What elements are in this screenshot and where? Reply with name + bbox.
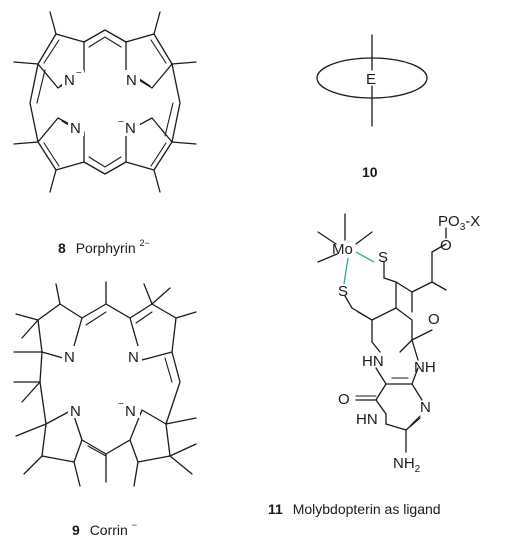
s-right-atom: S [378,249,388,266]
corrin-minus: − [118,399,124,410]
corrin-n-top-right: N [128,349,139,366]
nh-right-atom: NH [414,359,436,376]
po3-group: PO3-X [438,213,480,233]
porphyrin-structure: N − N N − N [13,11,197,193]
cyclopentadienyl-structure: E [316,34,428,127]
nh2-group: NH2 [393,455,421,475]
porphyrin-n-top-right: N [126,72,137,89]
porphyrin-number: 8 [58,240,66,256]
molybdopterin-name: Molybdopterin as ligand [293,501,441,517]
corrin-charge: − [132,520,137,530]
porphyrin-n-top-left: N [64,72,75,89]
porphyrin-minus-top: − [76,68,82,79]
porphyrin-minus-bottom: − [118,117,124,128]
porphyrin-n-bottom-right: N [125,120,136,137]
molybdopterin-number: 11 [268,501,283,517]
porphyrin-n-bottom-left: N [70,120,81,137]
corrin-n-top-left: N [64,349,75,366]
porphyrin-caption: 8 Porphyrin 2− [58,238,150,256]
o-ring-atom: O [428,311,440,328]
porphyrin-charge: 2− [140,238,150,248]
molybdopterin-caption: 11 Molybdopterin as ligand [268,501,441,517]
corrin-number: 9 [72,522,80,538]
hn-top-atom: HN [362,353,384,370]
s-left-atom: S [338,283,348,300]
corrin-structure: N N N − N [13,281,197,487]
corrin-n-bottom-left: N [70,403,81,420]
porphyrin-name: Porphyrin [76,240,136,256]
corrin-caption: 9 Corrin − [72,520,137,538]
cyclopentadienyl-number: 10 [362,164,378,180]
o-carbonyl-atom: O [338,391,350,408]
n-bottom-atom: N [420,399,431,416]
corrin-name: Corrin [90,522,128,538]
ring-center-glyph: E [366,71,376,88]
hn-bottom-atom: HN [356,411,378,428]
molybdopterin-structure: Mo S S O PO3-X O HN NH O HN N NH2 [317,213,480,475]
mo-atom: Mo [332,241,353,258]
corrin-n-bottom-right: N [125,403,136,420]
o-link-atom: O [440,237,452,254]
